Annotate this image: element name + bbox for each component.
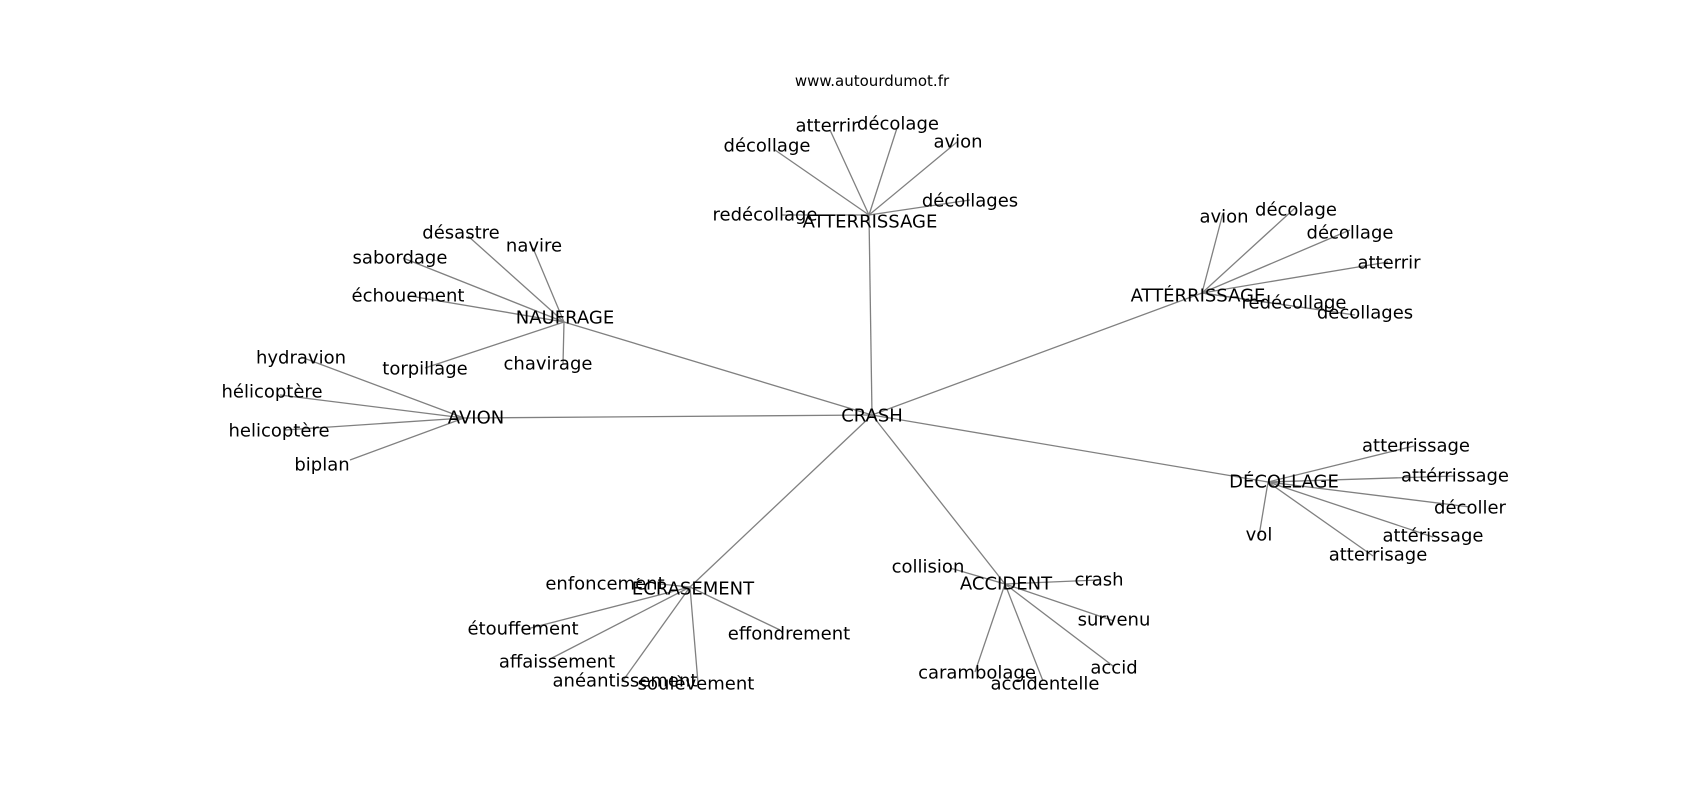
edge-center-1 (871, 292, 1203, 416)
leaf-node-3-3: biplan (294, 455, 349, 476)
edge-hub-6-leaf-0 (659, 583, 691, 588)
leaf-node-1-1: décolage (1255, 200, 1337, 221)
edge-hub-2-leaf-1 (532, 247, 565, 323)
edge-hub-6-leaf-4 (689, 586, 699, 684)
leaf-node-1-5: decollages (1317, 303, 1413, 324)
leaf-node-5-1: crash (1074, 570, 1123, 591)
hub-node-4: DÉCOLLAGE (1229, 471, 1339, 493)
leaf-node-6-2: affaissement (499, 652, 615, 673)
edge-hub-3-leaf-1 (279, 394, 465, 419)
edge-hub-5-leaf-2 (1004, 583, 1115, 622)
labels-layer: CRASHATTERRISSAGEredécollagedécollageatt… (221, 114, 1509, 695)
leaf-node-2-5: chavirage (504, 354, 593, 375)
edges-layer (279, 127, 1471, 684)
edge-hub-1-leaf-5 (1201, 292, 1356, 316)
leaf-node-6-1: étouffement (467, 619, 578, 640)
leaf-node-6-3: anéantissement (553, 671, 698, 692)
edge-hub-6-leaf-3 (621, 586, 691, 683)
edge-hub-5-leaf-0 (949, 567, 1006, 585)
edge-hub-2-leaf-0 (467, 235, 565, 323)
leaf-node-2-1: navire (506, 236, 562, 257)
leaf-node-0-1: décollage (724, 136, 811, 157)
leaf-node-5-2: survenu (1078, 610, 1151, 631)
leaf-node-0-5: décollages (922, 191, 1018, 212)
edge-hub-1-leaf-0 (1201, 212, 1224, 294)
leaf-node-4-5: vol (1246, 525, 1273, 546)
edge-center-4 (871, 414, 1269, 483)
leaf-node-1-2: décollage (1307, 223, 1394, 244)
leaf-node-1-4: redécollage (1241, 293, 1346, 314)
leaf-node-3-1: hélicoptère (221, 382, 322, 403)
edge-hub-4-leaf-3 (1267, 481, 1434, 538)
edge-hub-0-leaf-4 (868, 141, 958, 216)
edge-hub-2-leaf-2 (402, 257, 565, 323)
leaf-node-1-3: atterrir (1357, 253, 1421, 274)
leaf-node-0-2: atterrir (795, 116, 859, 137)
leaf-node-0-3: décolage (857, 114, 939, 135)
edge-hub-0-leaf-1 (774, 149, 870, 216)
edge-hub-4-leaf-4 (1267, 481, 1374, 557)
leaf-node-4-0: atterrissage (1362, 436, 1470, 457)
leaf-node-2-3: échouement (352, 286, 465, 307)
edge-hub-0-leaf-5 (868, 199, 971, 216)
edge-hub-6-leaf-1 (522, 586, 691, 631)
edge-hub-3-leaf-0 (300, 356, 465, 419)
edge-center-3 (463, 414, 873, 419)
leaf-node-5-4: accidentelle (991, 674, 1100, 695)
edge-center-0 (868, 214, 873, 416)
edge-center-6 (689, 414, 873, 588)
hub-node-0: ATTERRISSAGE (803, 212, 938, 233)
leaf-node-2-0: désastre (422, 223, 499, 244)
edge-hub-4-leaf-5 (1258, 481, 1269, 537)
edge-hub-3-leaf-3 (349, 417, 465, 461)
edge-hub-0-leaf-3 (868, 127, 898, 216)
edge-center-5 (871, 414, 1006, 585)
edge-center-2 (563, 321, 873, 416)
leaf-node-5-5: carambolage (918, 663, 1036, 684)
leaf-node-2-4: torpillage (382, 359, 467, 380)
leaf-node-0-0: redécollage (712, 205, 817, 226)
edge-hub-5-leaf-1 (1004, 579, 1099, 585)
leaf-node-1-0: avion (1199, 207, 1248, 228)
edge-hub-5-leaf-4 (1004, 583, 1044, 682)
leaf-node-3-0: hydravion (256, 348, 346, 369)
edge-hub-1-leaf-3 (1201, 261, 1389, 294)
edge-hub-6-leaf-2 (551, 586, 691, 659)
leaf-node-5-0: collision (892, 557, 965, 578)
leaf-node-0-4: avion (933, 132, 982, 153)
leaf-node-5-3: accid (1090, 658, 1137, 679)
leaf-node-3-2: helicoptère (228, 421, 329, 442)
leaf-node-6-0: enfoncement (545, 574, 664, 595)
edge-hub-2-leaf-3 (409, 295, 565, 323)
edge-hub-4-leaf-2 (1267, 481, 1471, 508)
edge-hub-1-leaf-2 (1201, 229, 1351, 294)
leaf-node-2-2: sabordage (353, 248, 448, 269)
leaf-node-4-2: décoller (1434, 498, 1506, 519)
edge-hub-4-leaf-0 (1267, 445, 1415, 483)
hub-node-2: NAUFRAGE (516, 308, 614, 329)
edge-hub-2-leaf-4 (424, 321, 565, 369)
hub-node-1: ATTÉRRISSAGE (1131, 285, 1266, 307)
leaf-node-4-3: attérissage (1383, 526, 1484, 547)
leaf-node-4-4: atterrisage (1329, 545, 1428, 566)
edge-hub-3-leaf-2 (284, 417, 465, 431)
edge-hub-6-leaf-5 (689, 586, 781, 631)
leaf-node-4-1: attérrissage (1401, 466, 1509, 487)
leaf-node-6-4: soulèvement (638, 674, 755, 695)
hub-node-3: AVION (448, 408, 504, 429)
edge-hub-4-leaf-1 (1267, 475, 1456, 483)
source-watermark: www.autourdumot.fr (794, 72, 950, 90)
hub-node-5: ACCIDENT (960, 574, 1053, 595)
leaf-node-6-5: effondrement (728, 624, 850, 645)
edge-hub-2-leaf-5 (562, 321, 565, 365)
edge-hub-5-leaf-5 (974, 583, 1006, 673)
center-node: CRASH (841, 406, 903, 427)
edge-hub-0-leaf-2 (829, 129, 870, 216)
edge-hub-5-leaf-3 (1004, 583, 1114, 667)
hub-node-6: ÉCRASEMENT (632, 578, 755, 600)
edge-hub-1-leaf-1 (1201, 207, 1296, 294)
